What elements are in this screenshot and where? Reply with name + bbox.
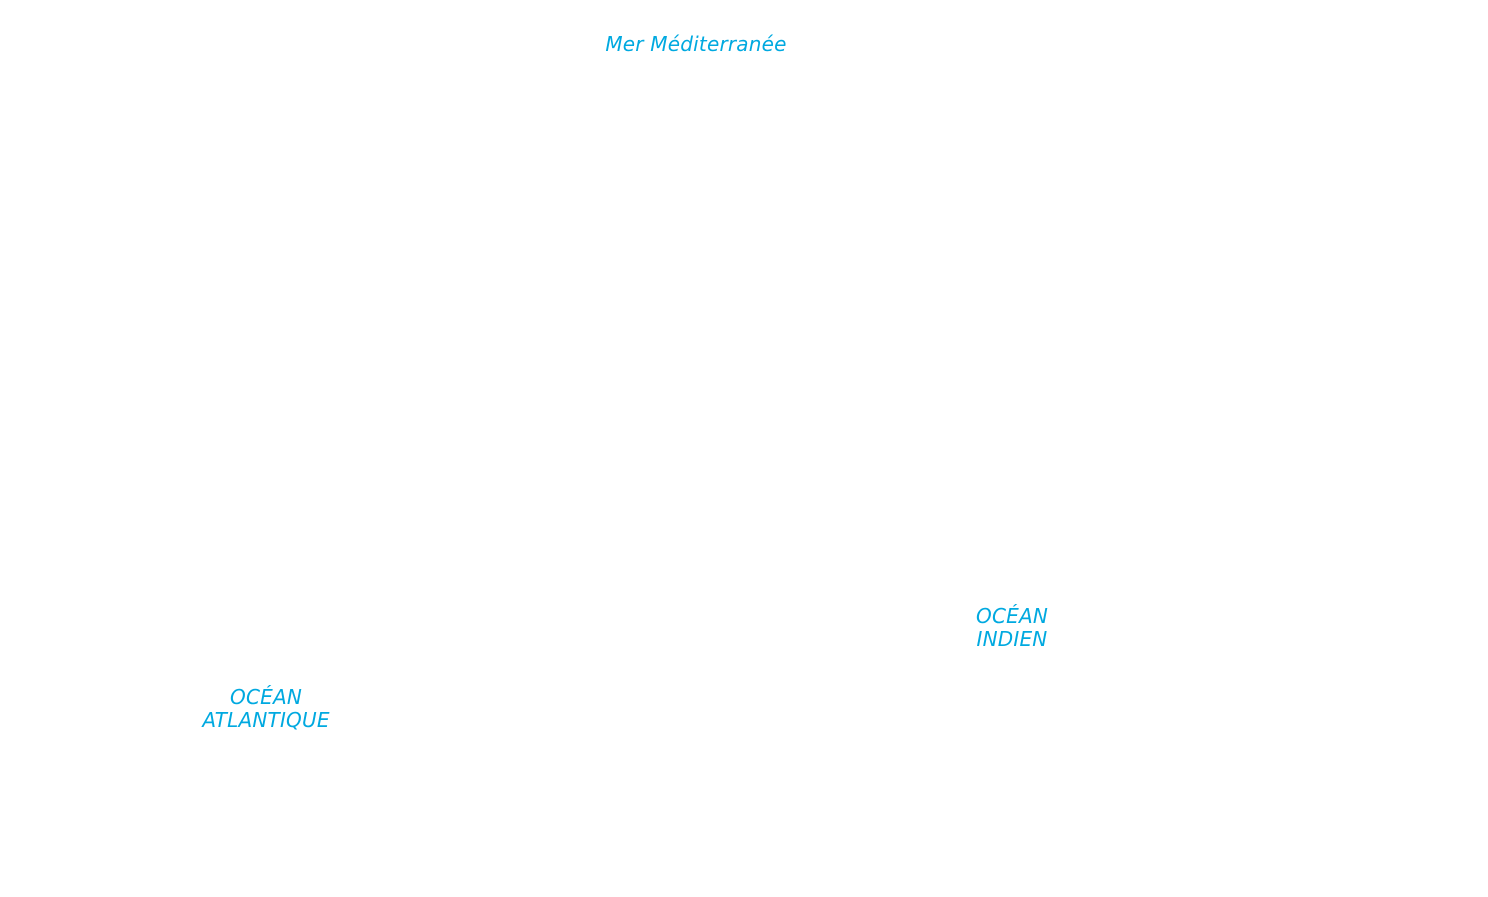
label-atlantic-ocean-line1: OCÉAN [230,685,302,709]
label-mediterranean-text: Mer Méditerranée [605,32,787,56]
label-indian-ocean-line1: OCÉAN [976,604,1048,628]
label-indian-ocean: OCÉAN INDIEN [952,605,1072,651]
label-indian-ocean-line2: INDIEN [976,627,1048,651]
label-mediterranean-sea: Mer Méditerranée [596,33,796,56]
label-atlantic-ocean: OCÉAN ATLANTIQUE [186,686,346,732]
label-atlantic-ocean-line2: ATLANTIQUE [202,708,330,732]
